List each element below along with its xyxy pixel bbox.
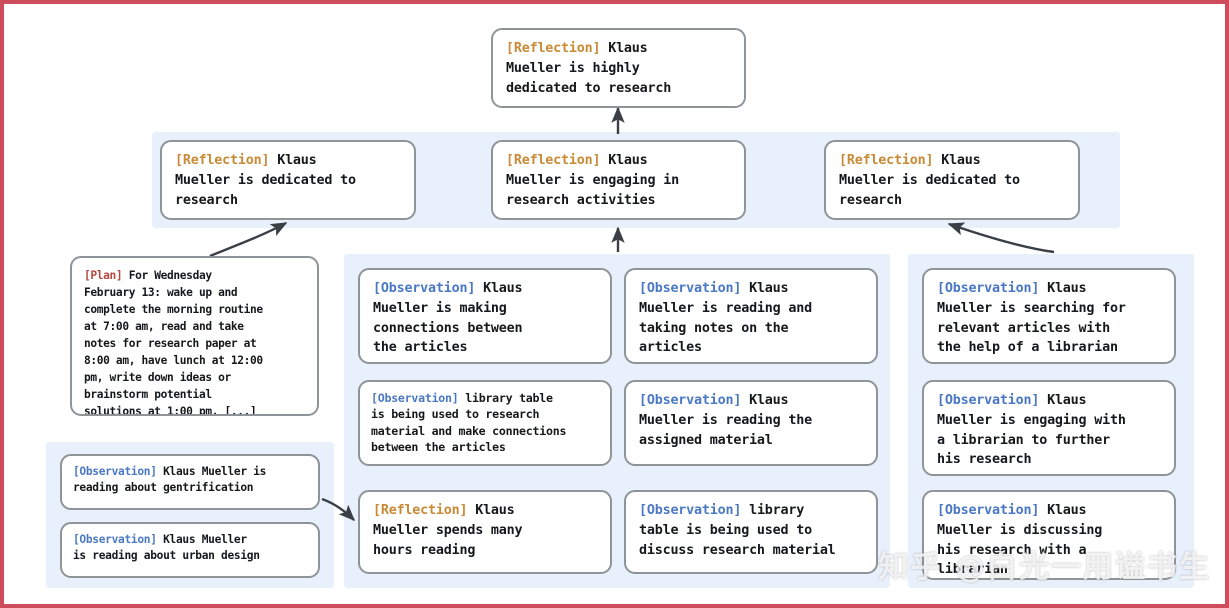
tag-observation: [Observation] (73, 465, 157, 478)
node-text: Klaus Mueller is dedicated to research (839, 153, 1020, 208)
node-observation-c2-1[interactable]: [Observation] Klaus Mueller is reading a… (624, 268, 878, 364)
node-text: Klaus Mueller spends many hours reading (373, 503, 523, 558)
tag-observation: [Observation] (937, 281, 1040, 296)
node-reflection-left[interactable]: [Reflection] Klaus Mueller is dedicated … (160, 140, 416, 220)
tag-observation: [Observation] (373, 281, 476, 296)
tag-reflection: [Reflection] (175, 153, 270, 168)
tag-plan: [Plan] (84, 269, 123, 282)
node-observation-c2-3[interactable]: [Observation] library table is being use… (624, 490, 878, 574)
node-observation-c3-2[interactable]: [Observation] Klaus Mueller is engaging … (922, 380, 1176, 476)
node-reflection-mid[interactable]: [Reflection] Klaus Mueller is engaging i… (491, 140, 746, 220)
tag-reflection: [Reflection] (506, 41, 601, 56)
node-text: Klaus Mueller is engaging in research ac… (506, 153, 679, 208)
node-text: Klaus Mueller is reading about gentrific… (73, 465, 267, 495)
node-plan[interactable]: [Plan] For Wednesday February 13: wake u… (70, 256, 319, 416)
tag-observation: [Observation] (937, 503, 1040, 518)
node-text: Klaus Mueller is discussing his research… (937, 503, 1103, 578)
node-root-reflection[interactable]: [Reflection] Klaus Mueller is highly ded… (491, 28, 746, 108)
node-reflection-right[interactable]: [Reflection] Klaus Mueller is dedicated … (824, 140, 1080, 220)
node-text: Klaus Mueller is highly dedicated to res… (506, 41, 672, 96)
node-text: Klaus Mueller is making connections betw… (373, 281, 523, 356)
node-text: Klaus Mueller is reading the assigned ma… (639, 393, 812, 448)
tag-observation: [Observation] (639, 393, 742, 408)
tag-observation: [Observation] (371, 391, 459, 405)
node-text: For Wednesday February 13: wake up and c… (84, 269, 263, 416)
tag-reflection: [Reflection] (506, 153, 601, 168)
node-text: library table is being used to research … (371, 391, 567, 455)
node-observation-bottomleft-1[interactable]: [Observation] Klaus Mueller is reading a… (60, 454, 320, 510)
node-observation-c3-1[interactable]: [Observation] Klaus Mueller is searching… (922, 268, 1176, 364)
tag-observation: [Observation] (73, 533, 157, 546)
node-observation-c3-3[interactable]: [Observation] Klaus Mueller is discussin… (922, 490, 1176, 580)
node-observation-c2-2[interactable]: [Observation] Klaus Mueller is reading t… (624, 380, 878, 466)
tag-observation: [Observation] (639, 281, 742, 296)
node-observation-bottomleft-2[interactable]: [Observation] Klaus Mueller is reading a… (60, 522, 320, 578)
tag-reflection: [Reflection] (839, 153, 934, 168)
node-text: library table is being used to discuss r… (639, 503, 836, 558)
tag-observation: [Observation] (937, 393, 1040, 408)
node-text: Klaus Mueller is reading about urban des… (73, 533, 260, 563)
node-observation-c1-1[interactable]: [Observation] Klaus Mueller is making co… (358, 268, 612, 364)
node-text: Klaus Mueller is reading and taking note… (639, 281, 812, 356)
node-text: Klaus Mueller is dedicated to research (175, 153, 356, 208)
tag-reflection: [Reflection] (373, 503, 468, 518)
node-text: Klaus Mueller is searching for relevant … (937, 281, 1126, 356)
node-reflection-c1-3[interactable]: [Reflection] Klaus Mueller spends many h… (358, 490, 612, 574)
tag-observation: [Observation] (639, 503, 742, 518)
node-observation-c1-2[interactable]: [Observation] library table is being use… (358, 380, 612, 466)
node-text: Klaus Mueller is engaging with a librari… (937, 393, 1126, 468)
